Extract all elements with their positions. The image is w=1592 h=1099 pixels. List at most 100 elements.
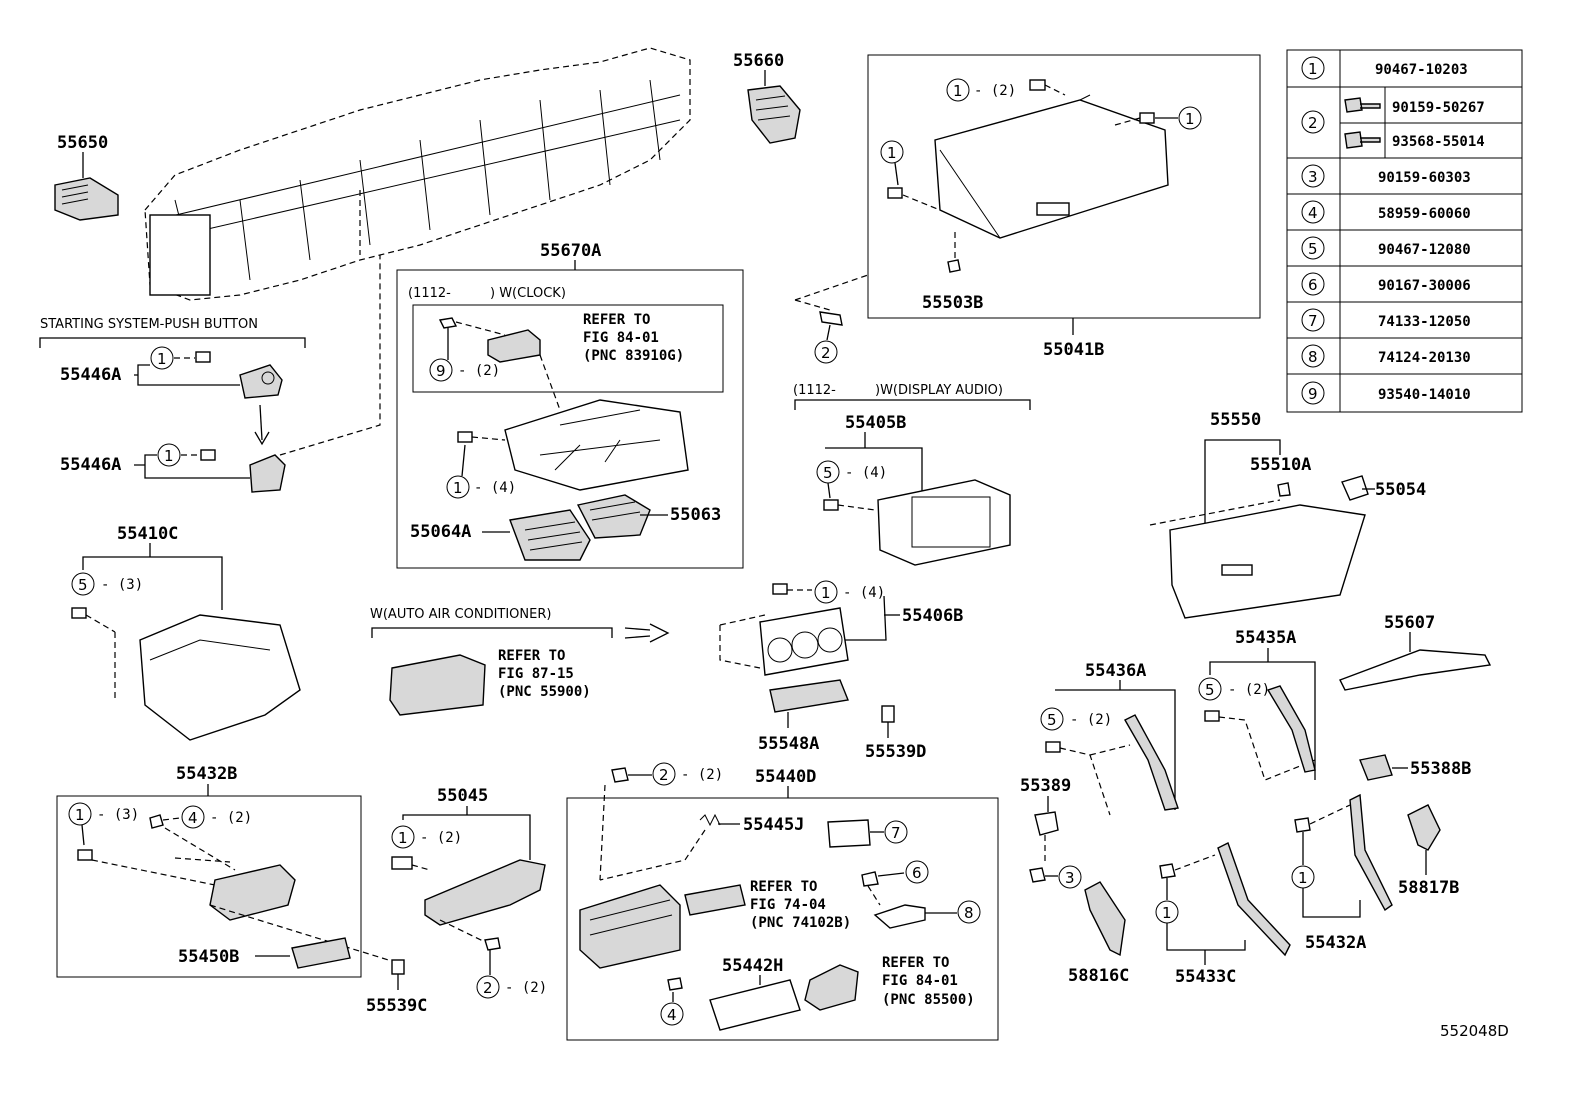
svg-text:FIG 84-01: FIG 84-01: [583, 330, 659, 346]
svg-text:- (2): - (2): [974, 83, 1016, 99]
label-55432A: 55432A: [1305, 933, 1366, 953]
svg-text:1: 1: [953, 82, 963, 100]
svg-text:5: 5: [1047, 711, 1057, 729]
label-55442H: 55442H: [722, 956, 783, 976]
svg-text:1: 1: [1185, 110, 1195, 128]
ref-fig74: REFER TO FIG 74-04 (PNC 74102B): [750, 879, 851, 931]
label-55045: 55045: [437, 786, 488, 806]
svg-text:- (3): - (3): [97, 807, 139, 823]
side-vent-55660: [747, 85, 801, 144]
label-55041B: 55041B: [1043, 340, 1104, 360]
label-55503B: 55503B: [922, 293, 983, 313]
label-55446A-bottom: 55446A: [60, 455, 121, 475]
damper-55054: [1341, 475, 1369, 501]
svg-text:REFER TO: REFER TO: [498, 648, 565, 664]
svg-text:7: 7: [891, 824, 901, 842]
svg-text:1: 1: [398, 829, 408, 847]
svg-text:(1112-: (1112-: [793, 383, 836, 398]
ref-clock: REFER TO FIG 84-01 (PNC 83910G): [583, 312, 684, 364]
cluster-box: [396, 269, 744, 569]
upper-glove-door: [934, 99, 1169, 239]
svg-text:2: 2: [821, 344, 831, 362]
svg-text:4: 4: [188, 809, 198, 827]
label-55435A: 55435A: [1235, 628, 1296, 648]
svg-text:)W(DISPLAY AUDIO): )W(DISPLAY AUDIO): [875, 383, 1003, 398]
switch-panel-55548A: [769, 679, 849, 713]
svg-text:- (3): - (3): [101, 577, 143, 593]
bracket-58817B: [1407, 804, 1441, 851]
svg-text:90467-10203: 90467-10203: [1375, 62, 1468, 78]
svg-text:4: 4: [667, 1006, 677, 1024]
svg-text:2: 2: [659, 766, 669, 784]
label-55433C: 55433C: [1175, 967, 1236, 987]
svg-text:93540-14010: 93540-14010: [1378, 387, 1471, 403]
svg-text:5: 5: [1308, 240, 1318, 258]
label-55539C: 55539C: [366, 996, 427, 1016]
svg-text:1: 1: [75, 806, 85, 824]
svg-text:5: 5: [78, 576, 88, 594]
audio-bezel: [877, 479, 1011, 566]
clip-icon: [195, 351, 211, 363]
svg-text:2: 2: [483, 979, 493, 997]
svg-text:FIG 84-01: FIG 84-01: [882, 973, 958, 989]
svg-text:1: 1: [821, 584, 831, 602]
svg-text:93568-55014: 93568-55014: [1392, 134, 1485, 150]
note-starting-system: STARTING SYSTEM-PUSH BUTTON: [40, 317, 258, 332]
center-vent-left: [509, 509, 591, 561]
svg-text:90159-60303: 90159-60303: [1378, 170, 1471, 186]
svg-text:- (2): - (2): [681, 767, 723, 783]
svg-text:(PNC 74102B): (PNC 74102B): [750, 915, 851, 931]
svg-text:1: 1: [157, 350, 167, 368]
svg-text:FIG 74-04: FIG 74-04: [750, 897, 826, 913]
svg-text:5: 5: [823, 464, 833, 482]
ac-control-panel: [389, 654, 486, 716]
screw-6: [861, 871, 879, 887]
svg-text:1: 1: [453, 479, 463, 497]
label-55670A: 55670A: [540, 241, 601, 261]
label-58817B: 58817B: [1398, 878, 1459, 898]
label-55650: 55650: [57, 133, 108, 153]
svg-text:(1112-: (1112-: [408, 286, 451, 301]
svg-text:4: 4: [1308, 204, 1318, 222]
arrow-down-icon: [259, 404, 263, 441]
plate-8: [873, 904, 926, 929]
arrow-right-icon: [624, 623, 670, 643]
svg-text:90167-30006: 90167-30006: [1378, 278, 1471, 294]
svg-text:- (2): - (2): [458, 363, 500, 379]
svg-text:6: 6: [912, 864, 922, 882]
svg-text:- (2): - (2): [420, 830, 462, 846]
box-55432B: [56, 795, 362, 978]
svg-text:74124-20130: 74124-20130: [1378, 350, 1471, 366]
label-55436A: 55436A: [1085, 661, 1146, 681]
svg-text:6: 6: [1308, 276, 1318, 294]
svg-text:5: 5: [1205, 681, 1215, 699]
label-55440D: 55440D: [755, 767, 816, 787]
center-console-panel: [579, 884, 681, 969]
label-58816C: 58816C: [1068, 966, 1129, 986]
side-panel-55436A: [1124, 714, 1179, 811]
label-55388B: 55388B: [1410, 759, 1471, 779]
svg-text:1: 1: [1308, 60, 1318, 78]
svg-text:1: 1: [887, 144, 897, 162]
svg-text:- (2): - (2): [1228, 682, 1270, 698]
svg-text:9: 9: [1308, 385, 1318, 403]
svg-text:90467-12080: 90467-12080: [1378, 242, 1471, 258]
box-55450B: [291, 937, 351, 969]
center-bezel: [504, 399, 689, 491]
label-55510A: 55510A: [1250, 455, 1311, 475]
label-55450B: 55450B: [178, 947, 239, 967]
screw-icon: [1344, 131, 1381, 149]
panel-55045: [424, 859, 546, 926]
lid-55442H: [709, 979, 801, 1031]
svg-text:1: 1: [164, 447, 174, 465]
hole-cover-55539D: [881, 705, 895, 723]
side-panel-55432A: [1349, 793, 1393, 912]
clock-box: [412, 304, 724, 393]
label-55064A: 55064A: [410, 522, 471, 542]
label-55054: 55054: [1375, 480, 1426, 500]
svg-text:(PNC 85500): (PNC 85500): [882, 992, 975, 1008]
ref-fig84: REFER TO FIG 84-01 (PNC 85500): [882, 955, 975, 1008]
svg-text:REFER TO: REFER TO: [882, 955, 949, 971]
pad-7: [827, 819, 871, 848]
svg-text:(PNC 83910G): (PNC 83910G): [583, 348, 684, 364]
